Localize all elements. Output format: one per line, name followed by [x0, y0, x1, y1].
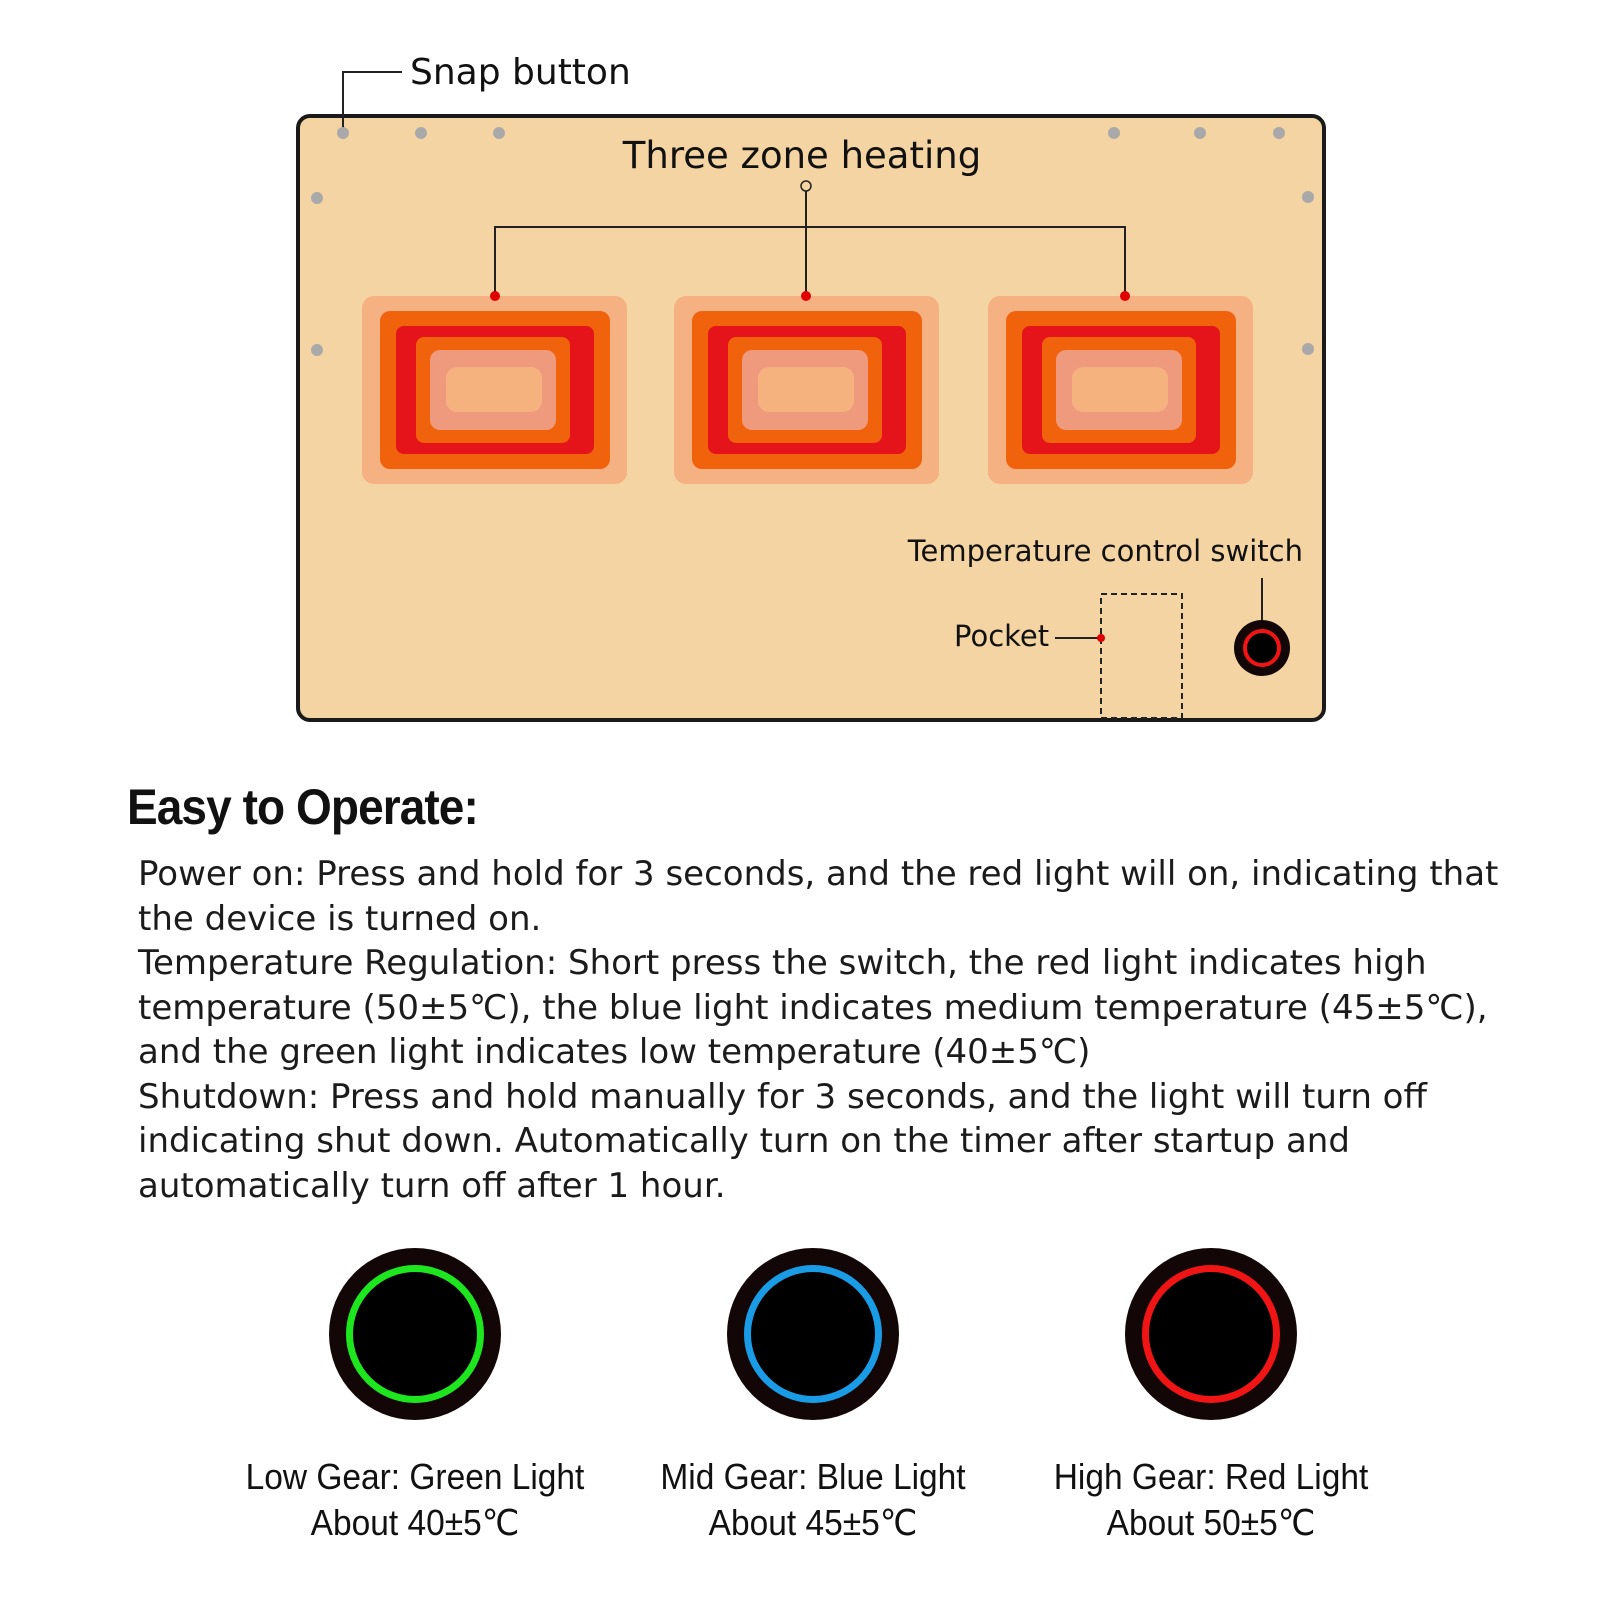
heating-connector-lines: [494, 191, 1126, 296]
pocket-label: Pocket: [954, 619, 1049, 653]
snap-button: [493, 127, 505, 139]
snap-button: [1273, 127, 1285, 139]
gear-label: High Gear: Red Light About 50±5℃: [1025, 1454, 1397, 1546]
heating-zone: [674, 296, 939, 484]
pocket-marker-dot: [1097, 634, 1105, 642]
snap-button: [1302, 343, 1314, 355]
pocket-outline: [1100, 593, 1183, 719]
gear-name: High Gear: Red Light: [1053, 1456, 1369, 1497]
snap-button: [337, 127, 349, 139]
temperature-control-switch-label: Temperature control switch: [907, 534, 1303, 568]
zone-connection-dots: [490, 291, 1130, 301]
gear-temp: About 50±5℃: [1106, 1502, 1316, 1543]
heating-pad-diagram: Snap button Three zone heating: [296, 52, 1326, 722]
snap-button-leader: [342, 71, 402, 133]
three-zone-heating-label: Three zone heating: [622, 134, 981, 177]
snap-button: [311, 344, 323, 356]
snap-button: [1194, 127, 1206, 139]
temperature-regulation-instruction: Temperature Regulation: Short press the …: [138, 943, 1488, 1072]
gear-high: High Gear: Red Light About 50±5℃: [1011, 1248, 1411, 1546]
shutdown-instruction: Shutdown: Press and hold manually for 3 …: [138, 1076, 1427, 1206]
blue-light-icon: [727, 1248, 899, 1420]
snap-button: [1302, 191, 1314, 203]
gear-indicators: Low Gear: Green Light About 40±5℃ Mid Ge…: [0, 1248, 1601, 1568]
gear-name: Mid Gear: Blue Light: [660, 1456, 966, 1497]
green-light-icon: [329, 1248, 501, 1420]
snap-button: [311, 192, 323, 204]
snap-button: [415, 127, 427, 139]
power-on-instruction: Power on: Press and hold for 3 seconds, …: [138, 854, 1499, 939]
heating-zone: [362, 296, 627, 484]
gear-mid: Mid Gear: Blue Light About 45±5℃: [613, 1248, 1013, 1546]
snap-button: [1108, 127, 1120, 139]
red-light-icon: [1125, 1248, 1297, 1420]
snap-button-label: Snap button: [410, 52, 631, 93]
gear-name: Low Gear: Green Light: [245, 1456, 585, 1497]
heating-zone: [988, 296, 1253, 484]
gear-label: Low Gear: Green Light About 40±5℃: [229, 1454, 601, 1546]
section-title: Easy to Operate:: [127, 779, 479, 835]
gear-label: Mid Gear: Blue Light About 45±5℃: [627, 1454, 999, 1546]
gear-temp: About 45±5℃: [708, 1502, 918, 1543]
gear-temp: About 40±5℃: [310, 1502, 520, 1543]
snap-buttons: [311, 127, 1314, 356]
gear-low: Low Gear: Green Light About 40±5℃: [215, 1248, 615, 1546]
temperature-control-switch[interactable]: [1234, 620, 1290, 676]
instructions: Power on: Press and hold for 3 seconds, …: [138, 852, 1558, 1208]
